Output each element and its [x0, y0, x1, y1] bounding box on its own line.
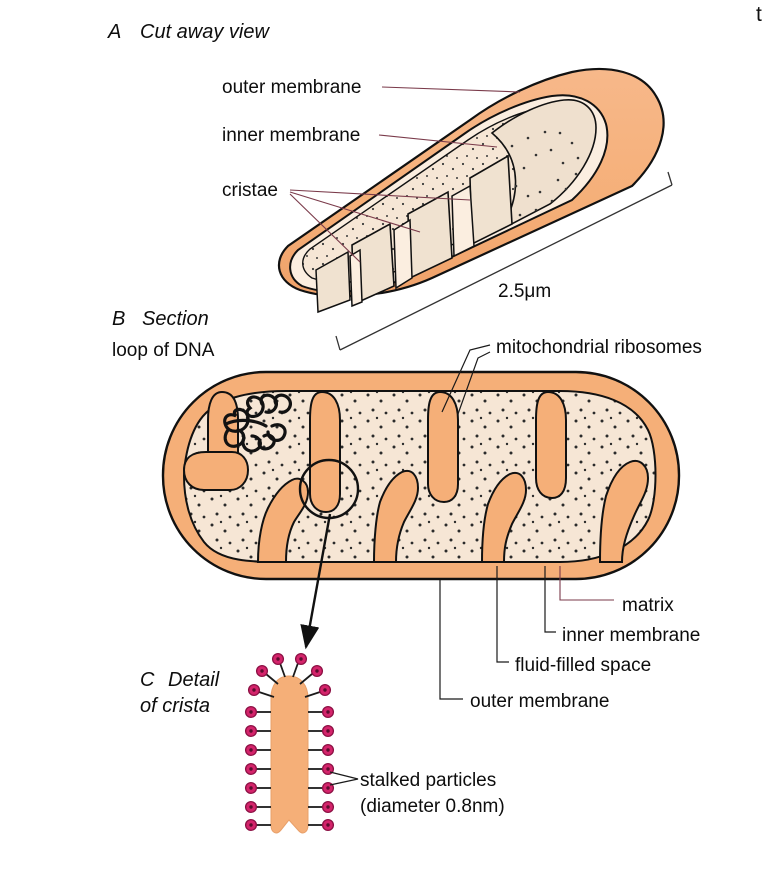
label-outer-membrane-b: outer membrane — [470, 691, 609, 712]
leader-ribosome-2 — [457, 351, 491, 415]
crista-body-c — [270, 675, 309, 834]
mitochondrion-3d: 2.5μm — [278, 68, 673, 351]
label-inner-membrane-a: inner membrane — [222, 125, 360, 146]
cut-face-dome — [490, 99, 597, 231]
panel-b-title: Section — [142, 308, 209, 330]
label-stalked-particles-line2: (diameter 0.8nm) — [360, 796, 505, 817]
leader-inner-membrane-a — [378, 134, 498, 148]
zoom-arrow — [300, 513, 332, 650]
label-outer-membrane-a: outer membrane — [222, 77, 361, 98]
crista-b-3 — [256, 477, 310, 563]
panel-b-group: B Section loop of DNA — [112, 308, 702, 712]
label-loop-of-dna: loop of DNA — [112, 340, 215, 361]
scale-bar-tick-left — [335, 335, 341, 351]
leader-matrix — [559, 566, 614, 601]
panel-c-letter: C — [140, 669, 155, 691]
label-mitochondrial-ribosomes: mitochondrial ribosomes — [496, 337, 702, 358]
panel-a-letter: A — [107, 21, 121, 43]
leader-ribosome-1 — [441, 344, 491, 413]
panel-c-title-line1: Detail — [168, 669, 220, 691]
label-matrix: matrix — [622, 595, 674, 616]
leader-inner-membrane-b — [544, 566, 556, 633]
scale-bar-tick-right — [667, 171, 673, 186]
label-inner-membrane-b: inner membrane — [562, 625, 700, 646]
leader-cristae-3 — [289, 193, 361, 263]
stalked-particles-left — [244, 652, 286, 832]
crista-b-5 — [372, 470, 420, 563]
leader-outer-membrane-b — [439, 580, 463, 700]
crista-b-7 — [480, 472, 528, 563]
scale-bar-line — [339, 184, 673, 351]
cristae-foldings-b — [182, 390, 650, 563]
cropped-corner-text: t — [756, 3, 762, 26]
leader-fluid-filled-space — [496, 566, 509, 663]
panel-c-title-line2: of crista — [140, 695, 210, 717]
dna-loop — [223, 393, 293, 453]
scale-label: 2.5μm — [498, 281, 551, 302]
panel-c-group: C Detail of crista — [140, 652, 505, 834]
crista-shelf-4 — [315, 250, 351, 314]
leader-stalked-particles — [329, 771, 359, 786]
crista-b-6 — [427, 390, 459, 504]
crista-b-4 — [309, 390, 341, 514]
label-fluid-filled-space: fluid-filled space — [515, 655, 651, 676]
panel-b-letter: B — [112, 308, 125, 330]
panel-a-group: A Cut away view — [107, 21, 673, 351]
label-cristae-a: cristae — [222, 180, 278, 201]
crista-b-8 — [535, 390, 567, 500]
crista-b-9 — [598, 460, 650, 563]
label-stalked-particles-line1: stalked particles — [360, 770, 496, 791]
crista-b-2 — [182, 451, 250, 491]
leader-cristae-2 — [289, 191, 421, 233]
leader-cristae-1 — [289, 189, 471, 201]
leader-outer-membrane-a — [381, 86, 521, 93]
stalked-particles-right — [292, 652, 335, 832]
panel-a-title: Cut away view — [140, 21, 270, 43]
crista-connectors — [349, 184, 475, 308]
